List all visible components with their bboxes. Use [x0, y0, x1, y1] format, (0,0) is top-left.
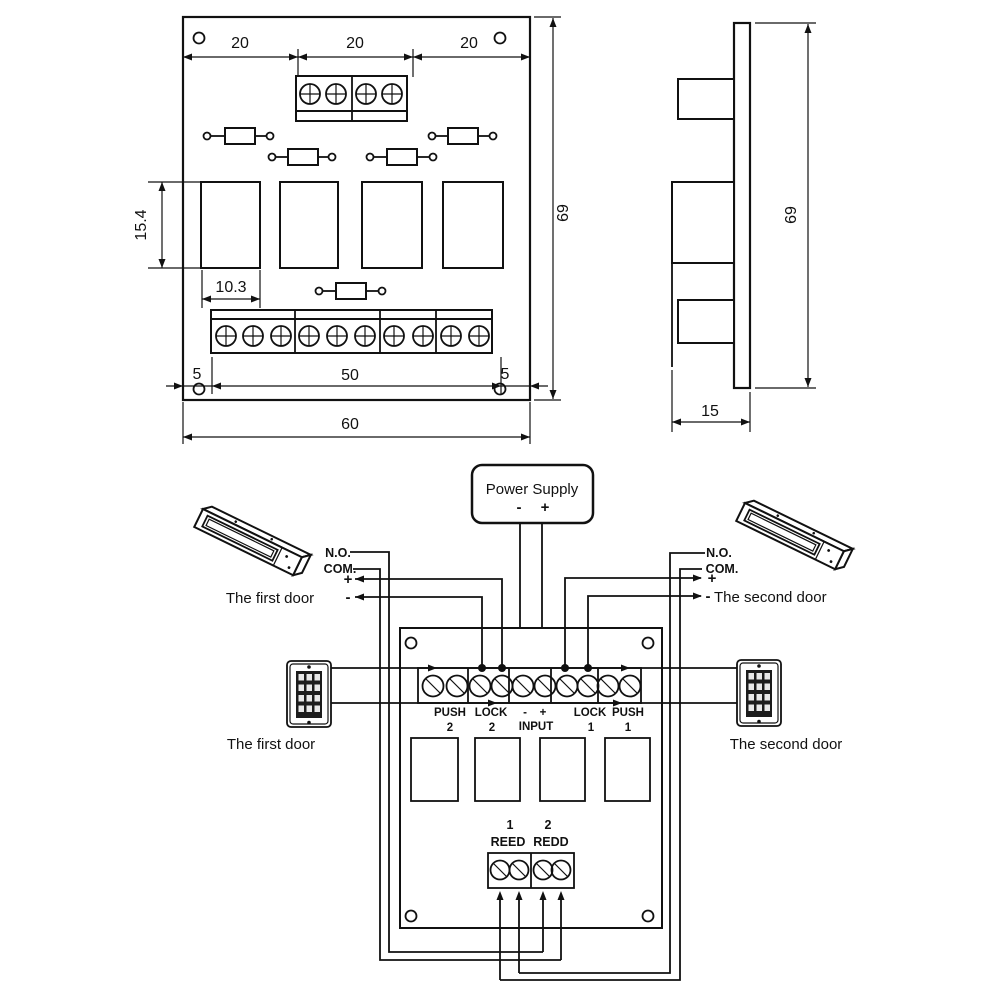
power-supply-title: Power Supply: [486, 481, 579, 498]
second-door-lock: The second door: [714, 499, 856, 606]
side-block-top: [677, 78, 735, 120]
dim-height-69-front: 69: [534, 16, 572, 401]
resistor-icon: [202, 127, 498, 300]
push1-num: 1: [625, 722, 632, 734]
dim-height-69-side: 69: [755, 22, 816, 389]
reed-num-2: 2: [545, 818, 552, 832]
second-door-keypad-label: The second door: [730, 736, 843, 753]
terminal-labels: PUSH 2 LOCK 2 - + INPUT LOCK 1 PUSH 1: [434, 707, 644, 734]
side-block-middle: [671, 181, 735, 264]
top-terminal-block: [295, 75, 408, 122]
screw-icon: [421, 674, 642, 698]
left-minus-label: -: [346, 589, 351, 606]
dim-69-side: 69: [783, 206, 800, 224]
left-plus-label: +: [344, 571, 353, 588]
control-board: PUSH 2 LOCK 2 - + INPUT LOCK 1 PUSH 1: [331, 627, 737, 929]
dim-5-50-5: 5 50 5: [166, 357, 548, 394]
input-plus: +: [540, 707, 547, 719]
input-label: INPUT: [519, 721, 554, 733]
dim-20-left: 20: [231, 35, 249, 52]
front-view: 20 20 20: [133, 15, 572, 444]
second-door-lock-label: The second door: [714, 589, 827, 606]
relay-outline: [410, 737, 651, 802]
dim-20-right: 20: [460, 35, 478, 52]
dim-15-4: 15.4: [133, 209, 150, 240]
power-supply: Power Supply - +: [470, 463, 595, 664]
right-minus-label: -: [706, 588, 711, 605]
left-com-label: COM.: [324, 562, 357, 576]
dim-width-60: 60: [182, 402, 531, 444]
screw-icon: [215, 325, 490, 347]
dim-10-3: 10.3: [215, 279, 246, 296]
side-view: 15 69: [671, 21, 816, 432]
dim-relay-height: 15.4: [133, 181, 201, 269]
lock1-num: 1: [588, 722, 595, 734]
dim-5-left: 5: [193, 366, 202, 383]
dim-top-20s: 20 20 20: [183, 35, 530, 77]
right-com-label: COM.: [706, 562, 739, 576]
first-door-lock-wires: [350, 551, 561, 961]
left-no-label: N.O.: [325, 546, 351, 560]
right-plus-label: +: [708, 570, 717, 587]
reed-wires: [496, 891, 565, 980]
first-door-keypad-label: The first door: [227, 736, 315, 753]
reed-label-2: REDD: [533, 835, 568, 849]
second-door-lock-wires: [500, 552, 705, 981]
relay-outline: [200, 181, 504, 269]
first-door-lock-label: The first door: [226, 590, 314, 607]
wiring-diagram: Power Supply - + The first door: [192, 463, 856, 981]
bottom-terminal-block: [210, 309, 493, 354]
push2-label: PUSH: [434, 707, 466, 719]
mounting-hole-icon: [192, 31, 507, 396]
dim-relay-width: 10.3: [201, 270, 261, 308]
lock2-num: 2: [489, 722, 495, 734]
lock2-label: LOCK: [475, 707, 508, 719]
dim-15: 15: [701, 403, 719, 420]
side-block-bottom: [677, 299, 735, 344]
right-no-label: N.O.: [706, 546, 732, 560]
second-door-keypad: The second door: [730, 659, 843, 753]
push1-label: PUSH: [612, 707, 644, 719]
dim-depth-15: 15: [671, 370, 751, 432]
push2-num: 2: [447, 722, 453, 734]
input-minus: -: [523, 707, 527, 719]
power-supply-plus: +: [541, 499, 550, 516]
second-door-wire-labels: N.O. COM. + -: [706, 546, 739, 605]
dim-50: 50: [341, 367, 359, 384]
dim-5-right: 5: [501, 366, 510, 383]
power-supply-minus: -: [517, 499, 522, 516]
dim-20-center: 20: [346, 35, 364, 52]
reed-terminal-block: 1 2 REED REDD: [487, 818, 575, 889]
dim-60: 60: [341, 416, 359, 433]
first-door-wire-labels: N.O. COM. + -: [324, 546, 357, 606]
terminal-strip: [417, 667, 642, 704]
reed-label-1: REED: [491, 835, 526, 849]
plate-outline: [732, 21, 752, 390]
mounting-hole-icon: [404, 636, 655, 923]
reed-num-1: 1: [507, 818, 514, 832]
screw-icon: [489, 859, 572, 881]
first-door-keypad: The first door: [227, 660, 332, 753]
lock1-label: LOCK: [574, 707, 607, 719]
screw-icon: [299, 83, 403, 105]
first-door-lock: The first door: [192, 505, 314, 607]
dim-69-front: 69: [555, 204, 572, 222]
